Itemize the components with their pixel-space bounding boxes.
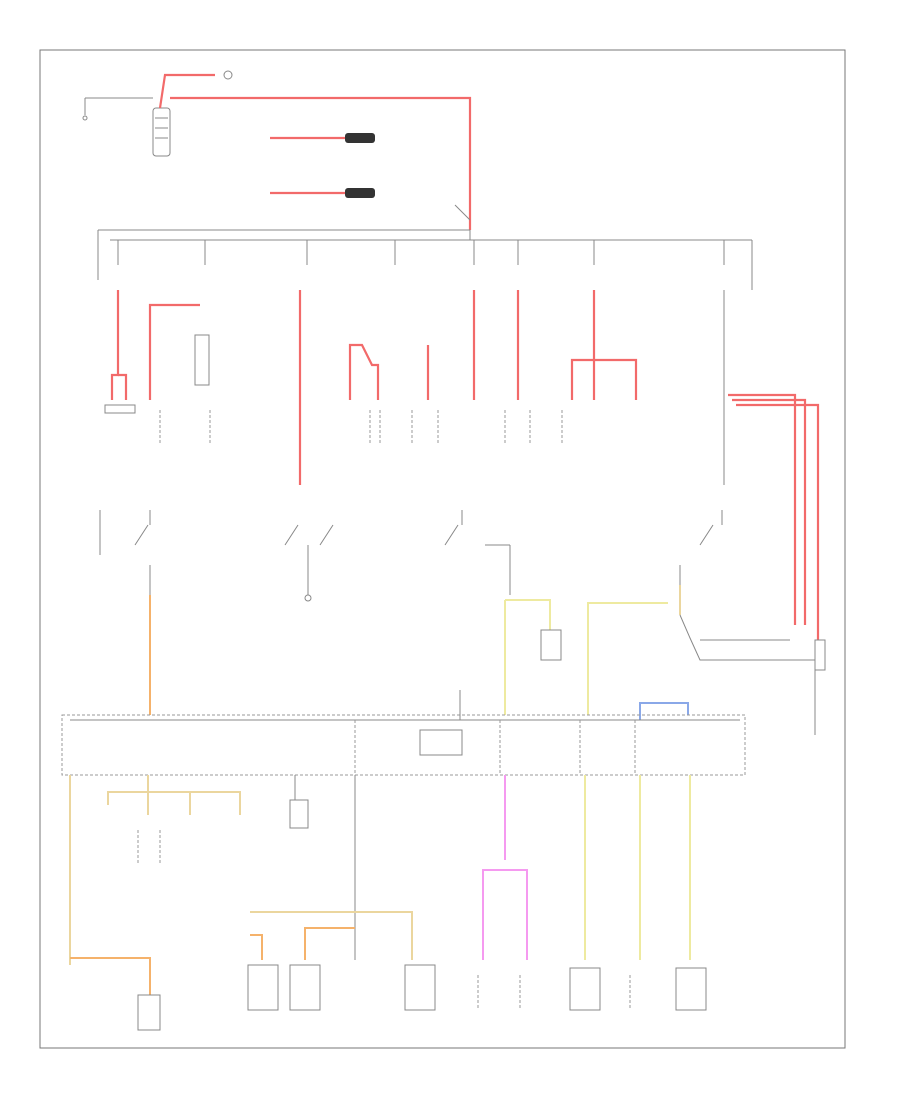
ground-icon: [304, 594, 312, 602]
fuse-bus-upper: [97, 229, 753, 290]
component-box: [289, 799, 309, 829]
colored-harness-wires: [149, 585, 826, 735]
battery-section: [82, 70, 472, 230]
component-box: [675, 967, 707, 1011]
component-box: [137, 994, 161, 1031]
battery-symbol: [152, 107, 171, 157]
fuse-block-outline: [61, 714, 746, 776]
component-box: [104, 404, 136, 414]
relay-switch-row: [99, 510, 723, 602]
component-box: [289, 964, 321, 1011]
component-box: [540, 629, 562, 661]
component-box: [194, 334, 210, 386]
fusible-link-2-icon: [345, 188, 375, 198]
component-row-1: [104, 334, 563, 445]
red-wire-feeds: [110, 290, 820, 640]
component-box: [814, 639, 826, 671]
component-box: [247, 964, 279, 1011]
lower-wiring: [69, 775, 691, 995]
fusible-link-1-icon: [345, 133, 375, 143]
fuse-block-lower: [61, 690, 746, 776]
component-row-bottom: [137, 830, 707, 1031]
connector-icon: [223, 70, 233, 80]
diagram-frame: [39, 49, 846, 1049]
ground-icon: [82, 115, 88, 121]
component-box: [419, 729, 463, 756]
component-box: [404, 964, 436, 1011]
component-box: [569, 967, 601, 1011]
